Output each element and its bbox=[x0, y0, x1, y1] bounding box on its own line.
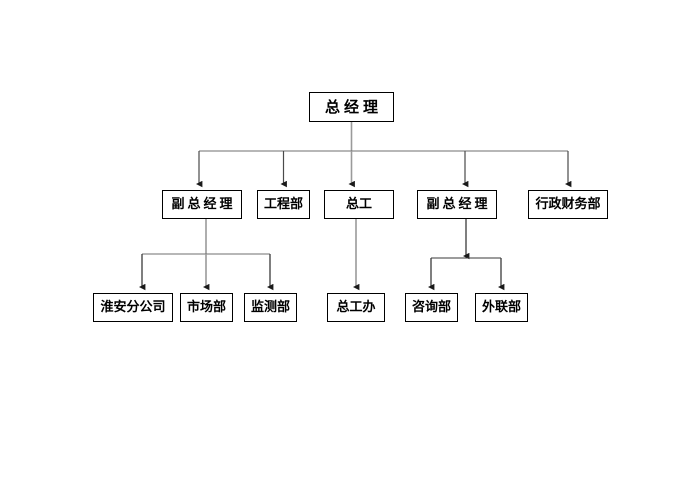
node-label-huaian-branch: 淮安分公司 bbox=[100, 300, 166, 315]
node-consulting-department[interactable]: 咨询部 bbox=[405, 293, 458, 322]
node-chief-engineer[interactable]: 总工 bbox=[324, 190, 394, 219]
node-label-deputy-general-manager-left: 副总经理 bbox=[171, 197, 236, 212]
node-label-engineering-department: 工程部 bbox=[263, 197, 303, 212]
node-monitoring-department[interactable]: 监测部 bbox=[244, 293, 297, 322]
node-label-deputy-general-manager-right: 副总经理 bbox=[426, 197, 491, 212]
node-label-monitoring-department: 监测部 bbox=[250, 300, 290, 315]
node-deputy-general-manager-right[interactable]: 副总经理 bbox=[417, 190, 497, 219]
node-label-general-manager: 总经理 bbox=[324, 97, 382, 116]
node-deputy-general-manager-left[interactable]: 副总经理 bbox=[162, 190, 242, 219]
node-label-chief-engineer: 总工 bbox=[345, 197, 372, 212]
node-administration-finance-department[interactable]: 行政财务部 bbox=[528, 190, 608, 219]
node-label-chief-engineer-office: 总工办 bbox=[336, 300, 376, 315]
node-label-marketing-department: 市场部 bbox=[186, 300, 226, 315]
node-liaison-department[interactable]: 外联部 bbox=[475, 293, 528, 322]
node-general-manager[interactable]: 总经理 bbox=[309, 92, 394, 122]
node-marketing-department[interactable]: 市场部 bbox=[180, 293, 233, 322]
node-chief-engineer-office[interactable]: 总工办 bbox=[327, 293, 385, 322]
node-label-consulting-department: 咨询部 bbox=[411, 300, 451, 315]
node-huaian-branch[interactable]: 淮安分公司 bbox=[93, 293, 173, 322]
node-engineering-department[interactable]: 工程部 bbox=[257, 190, 310, 219]
node-label-liaison-department: 外联部 bbox=[481, 300, 521, 315]
node-label-administration-finance-department: 行政财务部 bbox=[535, 197, 601, 212]
